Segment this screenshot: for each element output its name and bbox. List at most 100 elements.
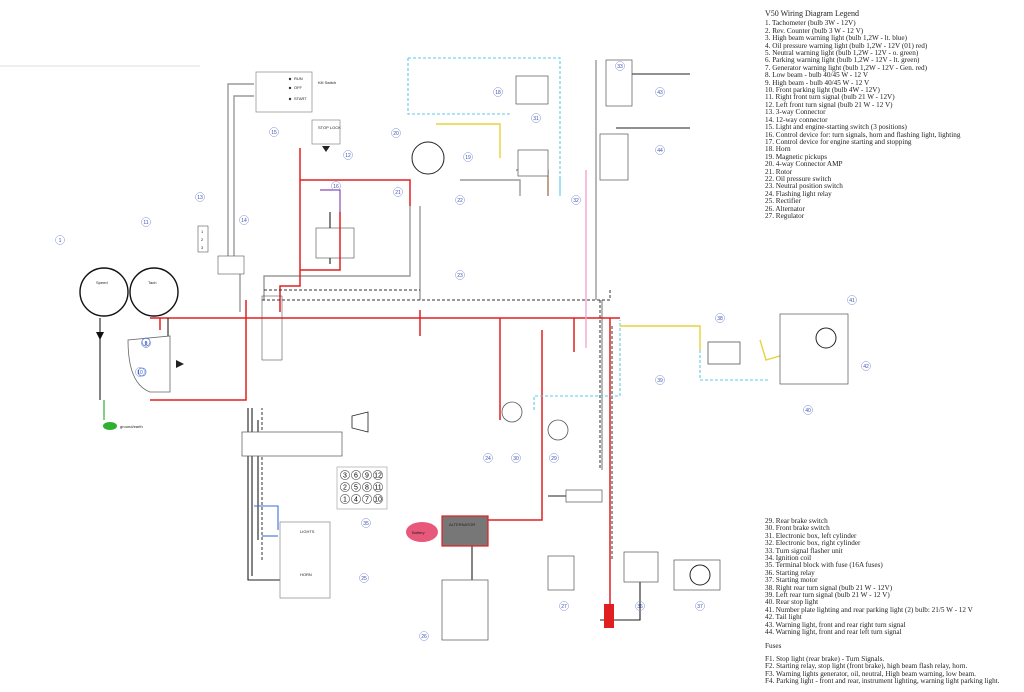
legend-top: V50 Wiring Diagram Legend 1. Tachometer … bbox=[765, 9, 1021, 220]
legend-item: 1. Tachometer (bulb 3W - 12V) bbox=[765, 19, 856, 28]
fuse-number: 10 bbox=[374, 497, 382, 504]
callout-number: 43 bbox=[657, 90, 663, 96]
legend-item: 6. Parking warning light (bulb 1,2W - 12… bbox=[765, 56, 920, 65]
callout-circle bbox=[269, 127, 279, 137]
callouts: 1111314151216891018192021222324252627293… bbox=[55, 61, 871, 641]
callout-number: 33 bbox=[617, 64, 623, 70]
turn-signal-right-rear bbox=[501, 401, 523, 423]
legend-item: 3. High beam warning light (bulb 1,2W - … bbox=[765, 34, 907, 43]
turn-signal-left-rear bbox=[547, 419, 569, 441]
ground-label: ground/earth bbox=[120, 424, 143, 429]
callout-circle bbox=[615, 61, 625, 71]
fuse-number: 12 bbox=[374, 473, 382, 480]
battery-label: Battery bbox=[412, 530, 425, 535]
relay-box bbox=[315, 227, 355, 259]
headlight bbox=[127, 335, 184, 393]
legend-item: 44. Warning light, front and rear left t… bbox=[765, 628, 902, 637]
ignition-coil-2 bbox=[599, 133, 629, 181]
key-switch-label: Kill Switch bbox=[318, 80, 336, 85]
alternator-box bbox=[441, 579, 489, 641]
callout-circle bbox=[455, 270, 465, 280]
fuse-slot bbox=[340, 494, 350, 504]
fuse-slot bbox=[362, 494, 372, 504]
legend-item: 16. Control device for: turn signals, ho… bbox=[765, 130, 961, 139]
callout-circle bbox=[483, 453, 493, 463]
legend-item: 36. Starting relay bbox=[765, 568, 815, 577]
fuse-slot bbox=[362, 482, 372, 492]
fuse-slot bbox=[351, 494, 361, 504]
fuse-slot bbox=[351, 470, 361, 480]
speedometer: Speed bbox=[79, 267, 129, 340]
electronic-box-2 bbox=[517, 149, 549, 177]
legend-item: 14. 12-way connector bbox=[765, 115, 828, 124]
key-run-label: RUN bbox=[294, 76, 303, 81]
dashed-wires bbox=[261, 289, 613, 560]
callout-circle bbox=[635, 601, 645, 611]
electronic-box bbox=[515, 75, 549, 105]
callout-circle bbox=[803, 405, 813, 415]
fuse-slot bbox=[373, 482, 383, 492]
legend-item: 10. Front parking light (bulb 4W - 12V) bbox=[765, 86, 880, 95]
legend-item: 37. Starting motor bbox=[765, 576, 818, 585]
key-start-label: START bbox=[294, 96, 307, 101]
fuse-slot bbox=[351, 482, 361, 492]
legend-item: 26. Alternator bbox=[765, 204, 805, 213]
legend-item: 4. Oil pressure warning light (bulb 1,2W… bbox=[765, 41, 928, 50]
callout-circle bbox=[135, 367, 145, 377]
legend-item: 2. Rev. Counter (bulb 3 W - 12 V) bbox=[765, 26, 864, 35]
fuse-slot bbox=[340, 470, 350, 480]
callout-number: 23 bbox=[457, 273, 463, 279]
legend-item: 15. Light and engine-starting switch (3 … bbox=[765, 123, 907, 132]
callout-circle bbox=[331, 181, 341, 191]
terminal-strip bbox=[261, 295, 283, 361]
callout-circle bbox=[549, 453, 559, 463]
legend-item: 11. Right front turn signal (bulb 21 W -… bbox=[765, 93, 895, 102]
fuse-slot bbox=[340, 482, 350, 492]
callout-circle bbox=[463, 152, 473, 162]
ground-point: ground/earth bbox=[103, 422, 143, 430]
legend-item: 39. Left rear turn signal (bulb 21 W - 1… bbox=[765, 591, 890, 600]
callout-circle bbox=[455, 195, 465, 205]
ignition-coil-1 bbox=[605, 59, 633, 107]
stop-lock-label: STOP LOCK bbox=[318, 125, 341, 130]
legend-item: 7. Generator warning light (bulb 1,2W - … bbox=[765, 63, 928, 72]
legend-item: 40. Rear stop light bbox=[765, 598, 819, 607]
fuse-number: 11 bbox=[374, 485, 381, 492]
regulator-label: ALTERNATOR bbox=[449, 522, 475, 527]
fuse-number: 7 bbox=[365, 497, 369, 504]
legend-item: 17. Control device for engine starting a… bbox=[765, 137, 912, 146]
callout-number: 19 bbox=[465, 155, 471, 161]
legend-item: 41. Number plate lighting and rear parki… bbox=[765, 605, 973, 614]
fuse-slot bbox=[362, 470, 372, 480]
callout-number: 14 bbox=[241, 218, 247, 224]
svg-text:1: 1 bbox=[201, 229, 204, 234]
callout-number: 27 bbox=[561, 604, 567, 610]
fuses-title: Fuses bbox=[765, 641, 782, 650]
stop-lock: STOP LOCK bbox=[311, 119, 341, 152]
callout-circle bbox=[531, 113, 541, 123]
legend-item: 31. Electronic box, left cylinder bbox=[765, 531, 857, 540]
lightblue-wires bbox=[407, 57, 807, 410]
legend-item: 20. 4-way Connector AMP bbox=[765, 160, 843, 169]
svg-text:3: 3 bbox=[201, 245, 204, 250]
callout-number: 30 bbox=[513, 456, 519, 462]
fuse-item: F3. Warning lights generator, oil, neutr… bbox=[765, 669, 976, 678]
legend-item: 38. Right rear turn signal (bulb 21 W - … bbox=[765, 583, 893, 592]
callout-number: 22 bbox=[457, 198, 463, 204]
legend-item: 42. Tail light bbox=[765, 613, 802, 622]
legend-item: 8. Low beam - bulb 40/45 W - 12 V bbox=[765, 71, 869, 80]
legend-item: 13. 3-way Connector bbox=[765, 108, 826, 117]
rear-lamp-assembly bbox=[707, 313, 849, 385]
legend-item: 30. Front brake switch bbox=[765, 524, 830, 533]
callout-number: 36 bbox=[637, 604, 643, 610]
fuse-item: F1. Stop light (rear brake) - Turn Signa… bbox=[765, 654, 885, 663]
callout-circle bbox=[695, 601, 705, 611]
tacho-label: Tach bbox=[148, 280, 156, 285]
connector-13: 1 2 3 bbox=[197, 225, 209, 253]
callout-circle bbox=[419, 631, 429, 641]
callout-number: 29 bbox=[551, 456, 557, 462]
callout-number: 38 bbox=[717, 316, 723, 322]
